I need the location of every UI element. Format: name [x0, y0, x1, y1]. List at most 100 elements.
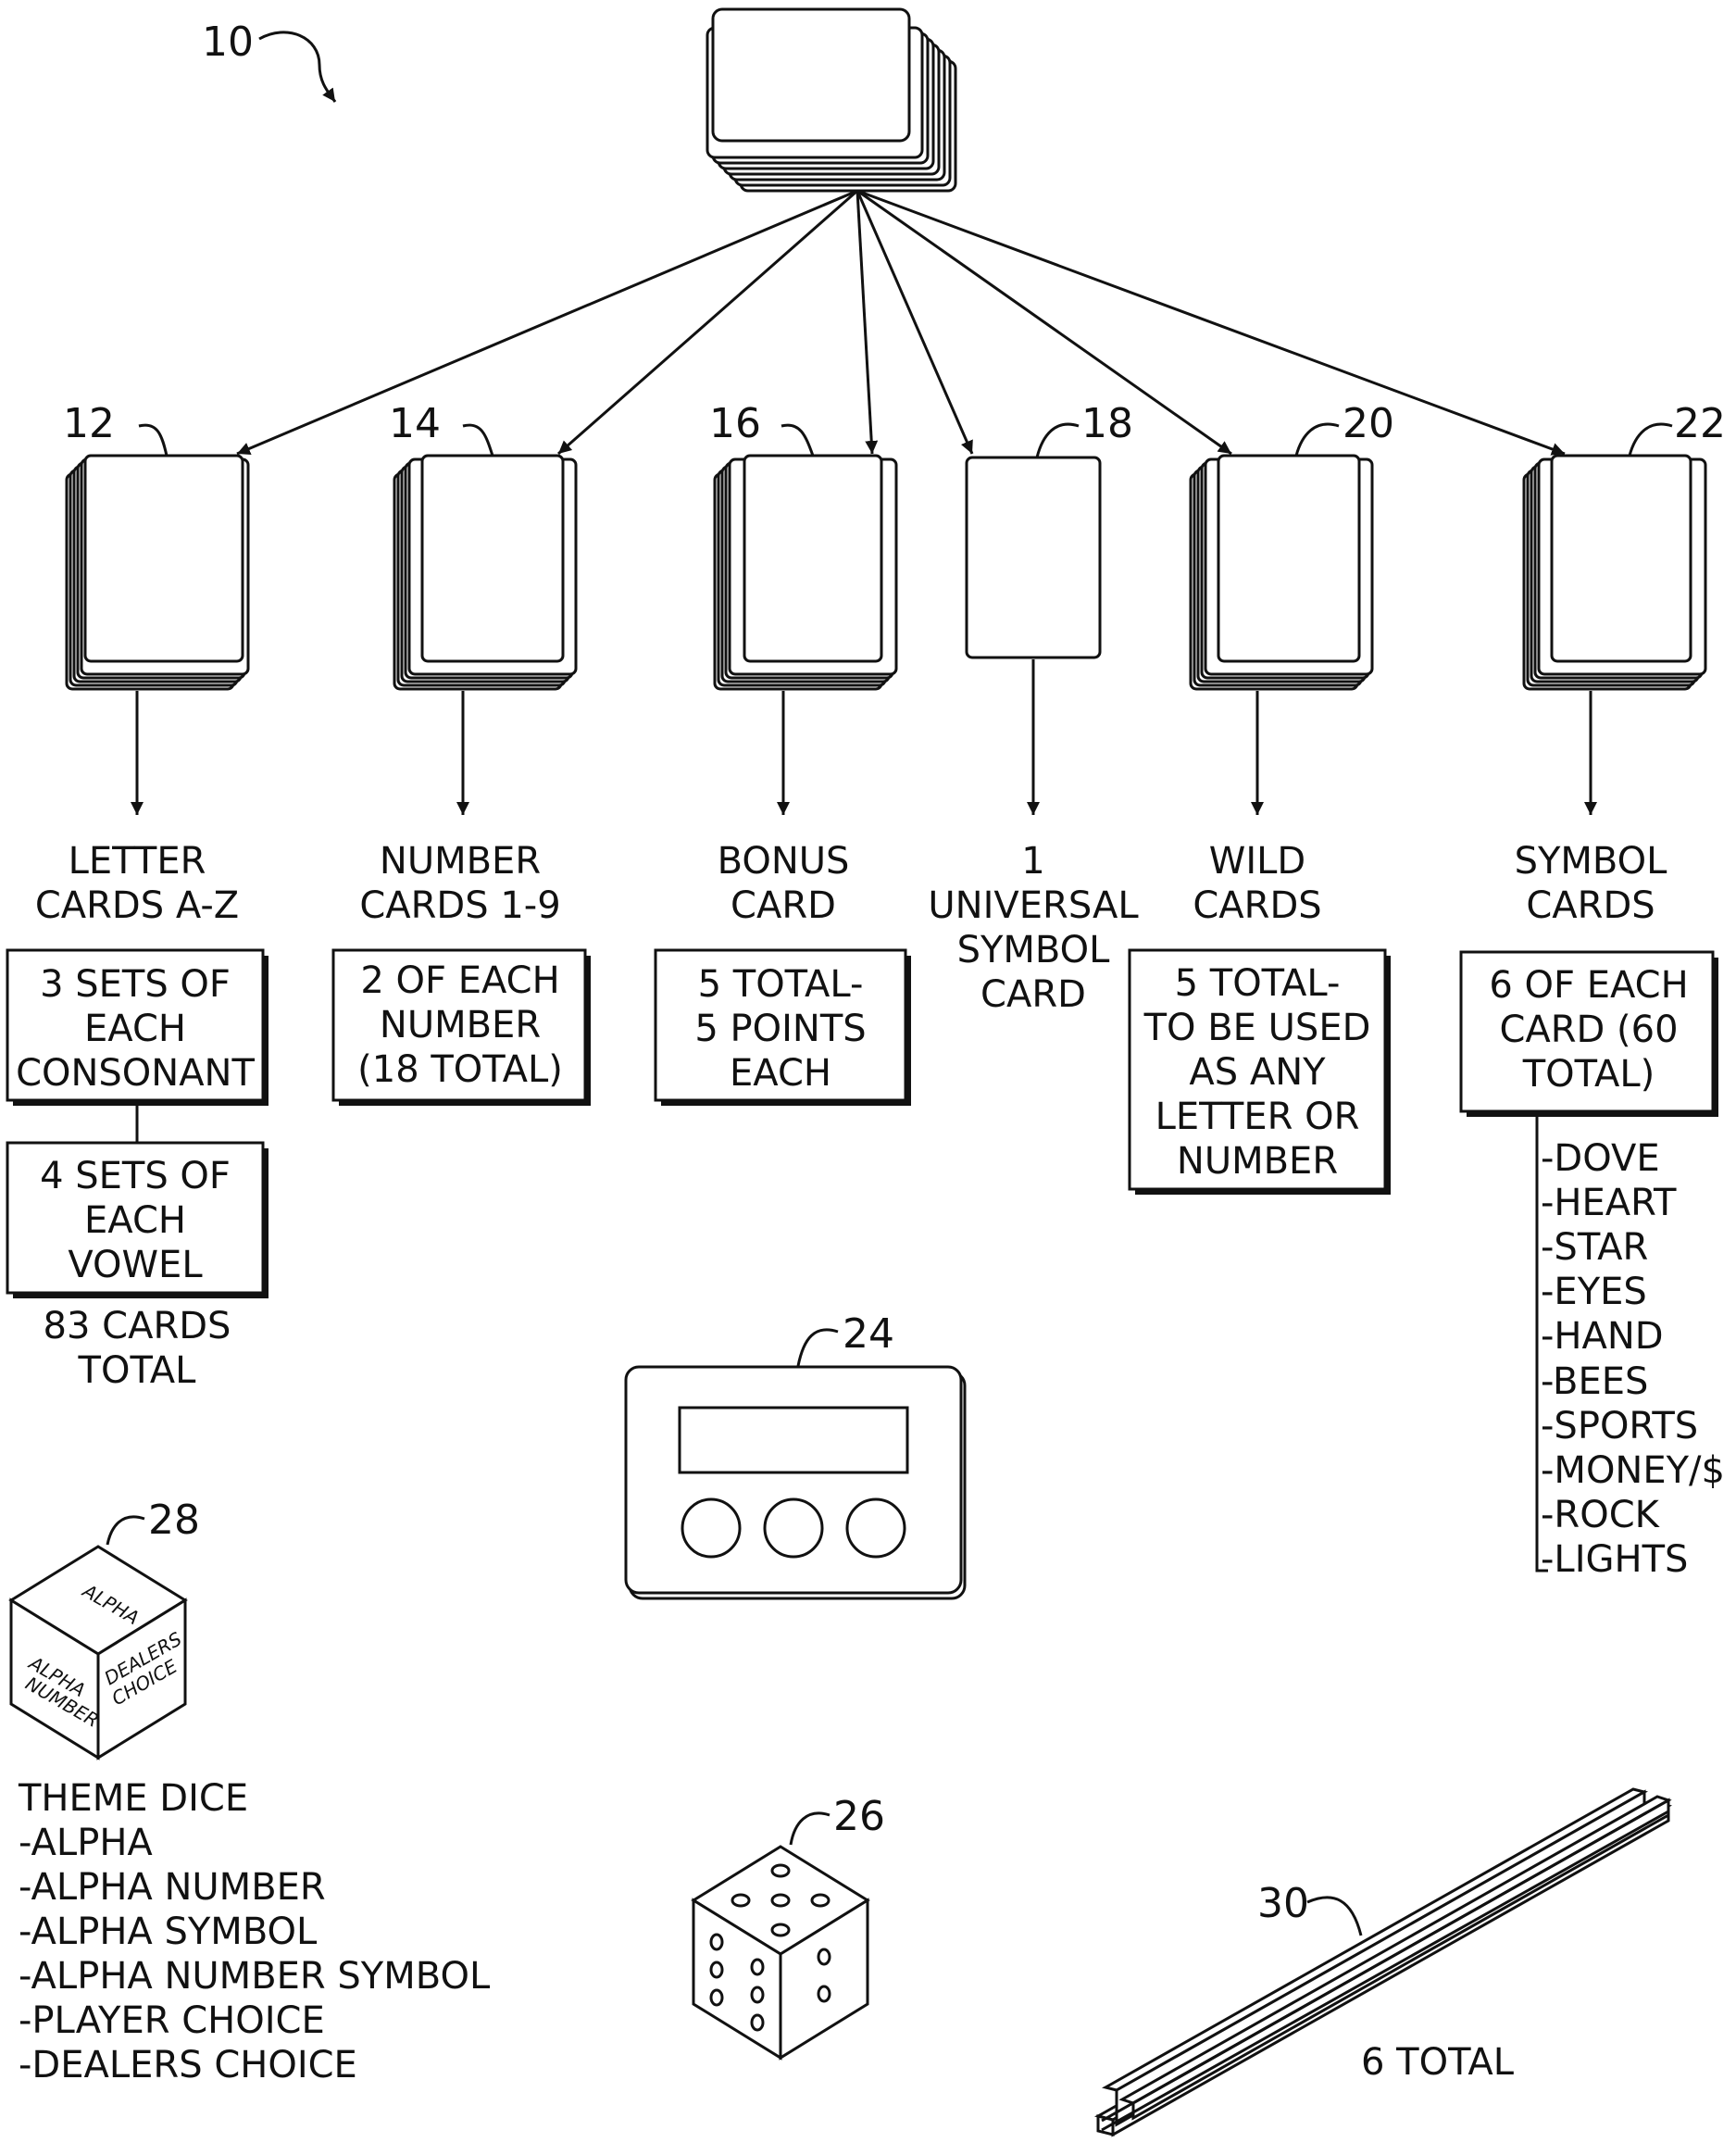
symbol-list: -DOVE -HEART -STAR -EYES -HAND -BEES -SP… — [1541, 1137, 1725, 1581]
svg-text:NUMBER: NUMBER — [380, 840, 541, 883]
bonus-card-stack — [715, 456, 896, 689]
svg-text:LETTER OR: LETTER OR — [1155, 1096, 1360, 1138]
ref-22-leader — [1630, 424, 1672, 456]
svg-text:EACH: EACH — [84, 1199, 186, 1242]
timer-button-1 — [682, 1499, 740, 1557]
svg-text:-ALPHA: -ALPHA — [19, 1822, 153, 1864]
svg-text:2 OF EACH: 2 OF EACH — [360, 959, 559, 1002]
ref-14-label: 14 — [389, 400, 441, 447]
number-count-box: 2 OF EACH NUMBER (18 TOTAL) — [333, 950, 591, 1106]
svg-text:EACH: EACH — [84, 1008, 186, 1050]
svg-text:UNIVERSAL: UNIVERSAL — [928, 884, 1139, 927]
svg-text:CARD: CARD — [980, 973, 1086, 1016]
ref-12-leader — [139, 425, 167, 456]
ref-22-label: 22 — [1674, 400, 1726, 447]
svg-text:WILD: WILD — [1209, 840, 1305, 883]
symbol-count-box: 6 OF EACH CARD (60 TOTAL) — [1461, 952, 1718, 1117]
ref-10-leader — [259, 32, 335, 102]
svg-text:VOWEL: VOWEL — [68, 1244, 203, 1286]
svg-text:-PLAYER CHOICE: -PLAYER CHOICE — [19, 1999, 325, 2042]
svg-text:CARDS: CARDS — [1526, 884, 1655, 927]
svg-text:-STAR: -STAR — [1541, 1226, 1648, 1269]
universal-symbol-card-title: 1 UNIVERSAL SYMBOL CARD — [928, 840, 1139, 1016]
timer-device — [626, 1367, 965, 1598]
svg-text:NUMBER: NUMBER — [380, 1004, 541, 1046]
ref-24-leader — [798, 1330, 838, 1366]
svg-text:EACH: EACH — [730, 1052, 831, 1095]
svg-text:AS ANY: AS ANY — [1189, 1051, 1326, 1094]
consonant-sets-box: 3 SETS OF EACH CONSONANT — [7, 950, 269, 1106]
number-card-stack — [394, 456, 576, 689]
ref-20-leader — [1296, 424, 1339, 456]
svg-text:TO BE USED: TO BE USED — [1143, 1007, 1371, 1049]
svg-text:5 TOTAL-: 5 TOTAL- — [698, 963, 864, 1006]
ref-12-label: 12 — [63, 400, 115, 447]
theme-die: ALPHA ALPHA NUMBER DEALERS CHOICE — [11, 1547, 186, 1758]
svg-text:TOTAL): TOTAL) — [1522, 1053, 1655, 1096]
svg-text:SYMBOL: SYMBOL — [1515, 840, 1668, 883]
svg-text:CARDS 1-9: CARDS 1-9 — [359, 884, 560, 927]
svg-text:CARD (60: CARD (60 — [1499, 1009, 1678, 1051]
svg-text:-BEES: -BEES — [1541, 1360, 1648, 1403]
svg-text:BONUS: BONUS — [718, 840, 850, 883]
vowel-sets-box: 4 SETS OF EACH VOWEL — [7, 1143, 269, 1298]
svg-text:3 SETS OF: 3 SETS OF — [40, 963, 231, 1006]
svg-text:LETTER: LETTER — [69, 840, 206, 883]
svg-text:TOTAL: TOTAL — [78, 1349, 197, 1392]
svg-text:-MONEY/$: -MONEY/$ — [1541, 1449, 1725, 1492]
svg-text:(18 TOTAL): (18 TOTAL) — [357, 1048, 563, 1091]
ref-30-leader — [1307, 1898, 1361, 1936]
svg-text:5 POINTS: 5 POINTS — [694, 1008, 866, 1050]
universal-symbol-card — [967, 457, 1100, 658]
svg-text:CARD: CARD — [731, 884, 836, 927]
svg-text:-LIGHTS: -LIGHTS — [1541, 1538, 1688, 1581]
svg-text:-SPORTS: -SPORTS — [1541, 1405, 1698, 1447]
ref-18-leader — [1037, 424, 1079, 457]
svg-text:-ALPHA NUMBER SYMBOL: -ALPHA NUMBER SYMBOL — [19, 1955, 491, 1998]
bonus-points-box: 5 TOTAL- 5 POINTS EACH — [656, 950, 911, 1106]
svg-text:-ALPHA SYMBOL: -ALPHA SYMBOL — [19, 1911, 318, 1953]
svg-text:-EYES: -EYES — [1541, 1271, 1647, 1313]
symbol-card-stack — [1524, 456, 1705, 689]
timer-display — [680, 1408, 907, 1472]
ref-18-label: 18 — [1081, 400, 1133, 447]
ref-16-leader — [781, 425, 813, 456]
svg-text:-HEART: -HEART — [1541, 1182, 1677, 1224]
svg-text:5 TOTAL-: 5 TOTAL- — [1175, 962, 1341, 1005]
standard-die — [693, 1847, 868, 2058]
ref-30-label: 30 — [1257, 1880, 1309, 1927]
svg-text:-ALPHA NUMBER: -ALPHA NUMBER — [19, 1866, 326, 1909]
ref-20-label: 20 — [1343, 400, 1394, 447]
svg-text:-HAND: -HAND — [1541, 1315, 1664, 1358]
ref-10-label: 10 — [202, 19, 254, 66]
letter-cards-title: LETTER CARDS A-Z — [35, 840, 239, 927]
svg-text:CARDS A-Z: CARDS A-Z — [35, 884, 239, 927]
theme-dice-list: THEME DICE -ALPHA -ALPHA NUMBER -ALPHA S… — [18, 1777, 491, 2086]
svg-text:-ROCK: -ROCK — [1541, 1494, 1661, 1536]
ref-24-label: 24 — [843, 1310, 894, 1358]
svg-text:CONSONANT: CONSONANT — [16, 1052, 255, 1095]
timer-button-2 — [765, 1499, 822, 1557]
svg-text:-DOVE: -DOVE — [1541, 1137, 1660, 1180]
wild-usage-box: 5 TOTAL- TO BE USED AS ANY LETTER OR NUM… — [1130, 950, 1391, 1195]
ref-28-label: 28 — [148, 1497, 200, 1544]
number-cards-title: NUMBER CARDS 1-9 — [359, 840, 560, 927]
svg-text:NUMBER: NUMBER — [1177, 1140, 1338, 1183]
symbol-cards-title: SYMBOL CARDS — [1515, 840, 1668, 927]
svg-text:SYMBOL: SYMBOL — [957, 929, 1111, 971]
ref-16-label: 16 — [709, 400, 761, 447]
letter-card-stack — [67, 456, 248, 689]
svg-text:83 CARDS: 83 CARDS — [44, 1305, 231, 1347]
svg-text:1: 1 — [1021, 840, 1044, 883]
ref-28-leader — [107, 1517, 144, 1545]
timer-button-3 — [847, 1499, 905, 1557]
svg-text:6 OF EACH: 6 OF EACH — [1489, 964, 1688, 1007]
wild-card-stack — [1191, 456, 1372, 689]
ref-26-leader — [791, 1813, 830, 1845]
ref-26-label: 26 — [833, 1793, 885, 1840]
svg-text:-DEALERS CHOICE: -DEALERS CHOICE — [19, 2044, 357, 2086]
rack-total-label: 6 TOTAL — [1361, 2041, 1515, 2084]
main-card-deck — [707, 9, 955, 191]
letter-cards-total: 83 CARDS TOTAL — [44, 1305, 231, 1392]
